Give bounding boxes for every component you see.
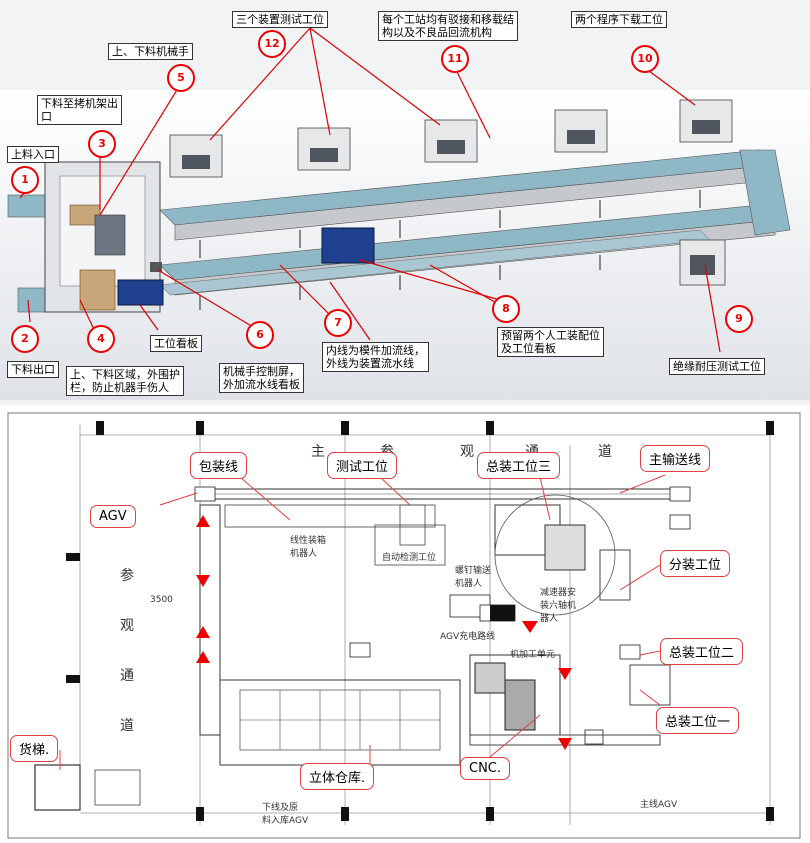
label-main-line: 主输送线	[640, 445, 711, 472]
label-elevator: 货梯.	[10, 735, 59, 762]
number-6: 6	[246, 321, 274, 349]
label-6: 机械手控制屏， 外加流水线看板	[219, 363, 304, 393]
label-1: 上料入口	[7, 146, 59, 163]
visit-channel-top-3: 观	[460, 444, 474, 460]
visit-channel-left-3: 通	[120, 668, 134, 684]
label-assembly3: 总装工位三	[477, 452, 561, 479]
robot2-text: 螺钉输送 机器人	[455, 566, 492, 589]
label-4: 上、下料区域，外围护 栏，防止机器手伤人	[66, 366, 184, 396]
factory-floor-plan: 主 参 观 通 道 参 观 通 道 AGV 包装线 测试工位 总装工位三 主输送…	[0, 405, 810, 843]
number-1: 1	[11, 166, 39, 194]
label-2: 下料出口	[7, 361, 59, 378]
label-12: 三个装置测试工位	[232, 11, 328, 28]
label-10: 两个程序下载工位	[571, 11, 667, 28]
label-assembly1: 总装工位一	[656, 707, 740, 734]
floor-plan-drawing	[7, 412, 801, 839]
unload-agv-text: 下线及原 料入库AGV	[262, 803, 309, 826]
visit-channel-left-2: 观	[120, 618, 134, 634]
label-sub-assembly: 分装工位	[660, 550, 731, 577]
conveyor-drawing	[0, 27, 810, 400]
visit-channel-left-1: 参	[120, 568, 134, 584]
label-kanban: 工位看板	[150, 335, 202, 352]
label-9: 绝缘耐压测试工位	[669, 358, 765, 375]
visit-channel-top-1: 主	[311, 444, 325, 460]
number-7: 7	[324, 309, 352, 337]
number-5: 5	[167, 64, 195, 92]
auto-test-text: 自动检测工位	[382, 553, 437, 563]
label-8: 预留两个人工装配位 及工位看板	[497, 327, 604, 357]
number-9: 9	[725, 305, 753, 333]
label-warehouse: 立体仓库.	[300, 763, 375, 790]
visit-channel-top-5: 道	[598, 444, 612, 460]
dimension-text: 3500	[150, 595, 173, 605]
label-7: 内线为模件加流线， 外线为装置流水线	[322, 342, 429, 372]
number-4: 4	[87, 325, 115, 353]
label-5: 上、下料机械手	[108, 43, 193, 60]
label-cnc: CNC.	[460, 757, 511, 780]
visit-channel-left-4: 道	[120, 718, 134, 734]
main-agv-text: 主线AGV	[640, 800, 678, 810]
label-assembly2: 总装工位二	[660, 638, 744, 665]
production-line-3d-diagram: 三个装置测试工位 12 每个工站均有驳接和移载结 构以及不良品回流机构 11 两…	[0, 0, 810, 405]
label-11: 每个工站均有驳接和移载结 构以及不良品回流机构	[378, 11, 518, 41]
label-test: 测试工位	[327, 452, 398, 479]
machining-text: 机加工单元	[510, 650, 556, 660]
label-packing: 包装线	[190, 452, 248, 479]
number-11: 11	[441, 45, 469, 73]
robot3-text: 减速器安 装六轴机 器人	[540, 588, 577, 624]
label-3: 下料至拷机架出 口	[37, 95, 122, 125]
number-12: 12	[258, 30, 286, 58]
number-2: 2	[11, 325, 39, 353]
number-3: 3	[88, 130, 116, 158]
agv-path-text: AGV充电路线	[440, 632, 496, 642]
number-8: 8	[492, 295, 520, 323]
label-agv: AGV	[90, 505, 136, 528]
robot1-text: 线性装箱 机器人	[290, 536, 327, 559]
number-10: 10	[631, 45, 659, 73]
